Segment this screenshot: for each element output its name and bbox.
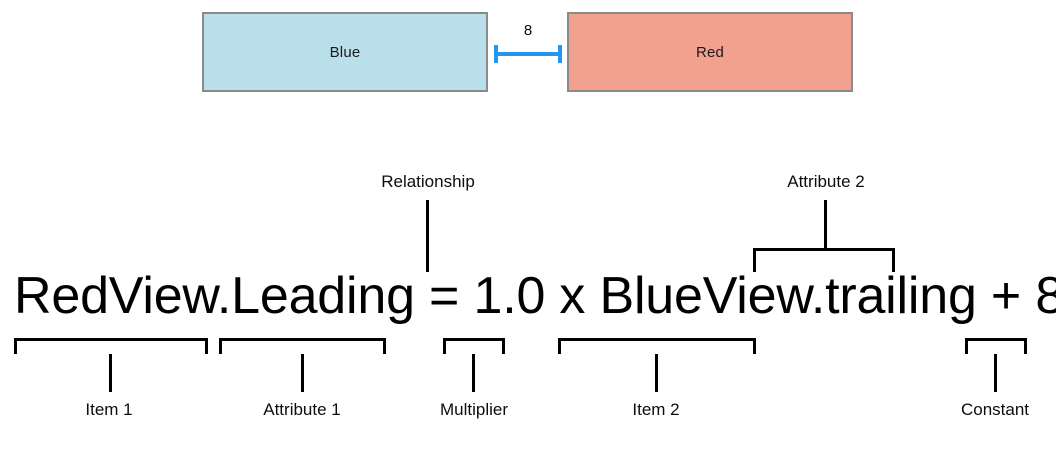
red-view-box[interactable]: Red [567,12,853,92]
annotation-stem-constant [994,354,997,392]
annotation-label-constant: Constant [960,400,1030,419]
annotation-label-multiplier: Multiplier [439,400,509,419]
annotation-bracket-attribute-1 [219,338,386,354]
constraint-equation: RedView.Leading = 1.0 x BlueView.trailin… [14,267,1056,325]
annotation-stem-item-2 [655,354,658,392]
annotation-stem-attribute-1 [301,354,304,392]
spacing-cap-right-icon [558,45,562,63]
red-view-label: Red [695,43,725,61]
annotation-bracket-constant [965,338,1027,354]
annotation-stem-attribute-2 [824,200,827,250]
annotation-label-relationship: Relationship [381,172,475,191]
spacing-value-label: 8 [523,22,533,39]
annotation-label-attribute-1: Attribute 1 [263,400,341,419]
spacing-cap-left-icon [494,45,498,63]
annotation-label-item-1: Item 1 [85,400,133,419]
annotation-stem-item-1 [109,354,112,392]
annotation-stem-multiplier [472,354,475,392]
annotation-stem-relationship [426,200,429,272]
spacing-bar-icon [496,52,560,56]
annotation-bracket-item-2 [558,338,756,354]
blue-view-label: Blue [329,43,361,61]
annotation-bracket-multiplier [443,338,505,354]
blue-view-box[interactable]: Blue [202,12,488,92]
annotation-label-attribute-2: Attribute 2 [787,172,865,191]
spacing-indicator[interactable]: 8 [493,22,563,68]
annotation-bracket-item-1 [14,338,208,354]
annotation-label-item-2: Item 2 [632,400,680,419]
annotation-bracket-attribute-2 [753,248,895,272]
